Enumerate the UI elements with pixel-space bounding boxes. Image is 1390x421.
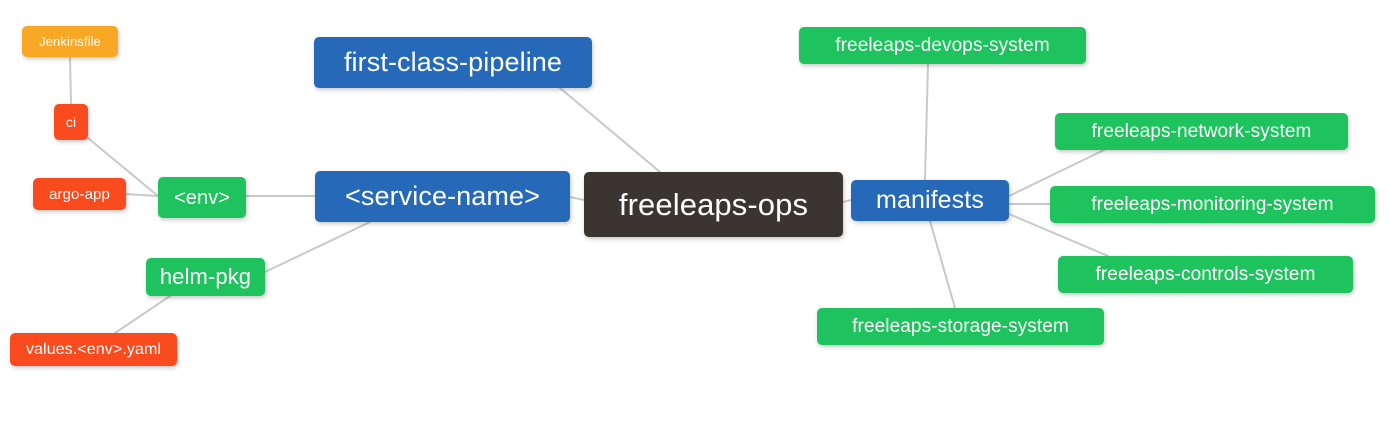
node-label: manifests xyxy=(876,186,984,214)
node-network-system[interactable]: freeleaps-network-system xyxy=(1055,113,1348,150)
edge-service-name-to-freeleaps-ops xyxy=(569,196,585,201)
edge-manifests-to-storage-system xyxy=(929,220,956,309)
node-first-class-pipeline[interactable]: first-class-pipeline xyxy=(314,37,592,88)
node-freeleaps-ops[interactable]: freeleaps-ops xyxy=(584,172,843,237)
node-jenkinsfile[interactable]: Jenkinsfile xyxy=(22,26,118,57)
edge-manifests-to-network-system xyxy=(1008,149,1105,197)
node-devops-system[interactable]: freeleaps-devops-system xyxy=(799,27,1086,64)
node-label: argo-app xyxy=(49,185,110,203)
edge-jenkinsfile-to-ci xyxy=(69,56,72,105)
node-values-yaml[interactable]: values.<env>.yaml xyxy=(10,333,177,366)
node-manifests[interactable]: manifests xyxy=(851,180,1009,221)
node-label: <env> xyxy=(173,186,231,209)
node-label: freeleaps-ops xyxy=(618,187,809,222)
edge-manifests-to-controls-system xyxy=(1008,213,1109,257)
edge-manifests-to-devops-system xyxy=(924,63,929,181)
node-storage-system[interactable]: freeleaps-storage-system xyxy=(817,308,1104,345)
node-label: values.<env>.yaml xyxy=(25,340,162,358)
node-label: ci xyxy=(65,114,77,130)
node-label: freeleaps-controls-system xyxy=(1095,264,1316,285)
node-argo-app[interactable]: argo-app xyxy=(33,178,126,210)
node-monitoring-system[interactable]: freeleaps-monitoring-system xyxy=(1050,186,1375,223)
node-label: freeleaps-devops-system xyxy=(835,35,1050,56)
node-helm-pkg[interactable]: helm-pkg xyxy=(146,258,265,296)
node-label: Jenkinsfile xyxy=(39,34,101,49)
node-env[interactable]: <env> xyxy=(158,177,246,218)
node-label: helm-pkg xyxy=(159,264,252,289)
node-label: freeleaps-monitoring-system xyxy=(1091,194,1334,215)
edge-ci-to-env xyxy=(87,137,159,197)
node-label: first-class-pipeline xyxy=(343,47,563,77)
edge-first-class-pipeline-to-freeleaps-ops xyxy=(559,87,661,173)
node-service-name[interactable]: <service-name> xyxy=(315,171,570,222)
node-label: <service-name> xyxy=(345,181,540,211)
node-ci[interactable]: ci xyxy=(54,104,88,140)
node-controls-system[interactable]: freeleaps-controls-system xyxy=(1058,256,1353,293)
node-label: freeleaps-network-system xyxy=(1091,121,1312,142)
edge-argo-app-to-env xyxy=(125,193,159,197)
edge-helm-pkg-to-values-yaml xyxy=(114,295,171,334)
edge-freeleaps-ops-to-manifests xyxy=(842,199,852,203)
edge-service-name-to-helm-pkg xyxy=(264,221,371,273)
node-label: freeleaps-storage-system xyxy=(852,316,1069,337)
